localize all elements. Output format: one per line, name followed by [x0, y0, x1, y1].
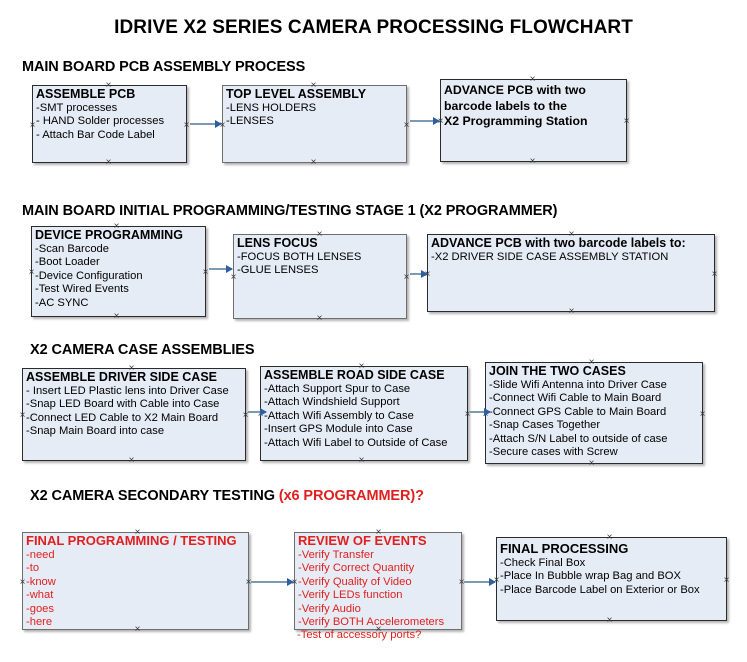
resize-handle-bottom[interactable] — [567, 307, 576, 316]
box-line: -Place In Bubble wrap Bag and BOX — [500, 570, 681, 583]
box-title: FINAL PROCESSING — [500, 541, 629, 556]
box-line: -Attach S/N Label to outside of case — [489, 432, 668, 445]
resize-handle-bottom[interactable] — [309, 158, 318, 167]
section-header-x2-camera-case-assemblies: X2 CAMERA CASE ASSEMBLIES — [30, 342, 255, 358]
box-line: -Connect LED Cable to X2 Main Board — [26, 411, 219, 424]
section-header-text: X2 CAMERA SECONDARY TESTING — [30, 488, 279, 504]
connector-arrow-1a — [190, 120, 222, 128]
box-review-of-events[interactable]: REVIEW OF EVENTS -Verify Transfer -Verif… — [294, 532, 462, 630]
box-line: -what — [26, 589, 54, 602]
box-line: -Connect GPS Cable to Main Board — [489, 405, 667, 418]
box-line: -LENSES — [226, 115, 274, 128]
section-header-main-board-pcb-assembly: MAIN BOARD PCB ASSEMBLY PROCESS — [22, 59, 305, 75]
box-title: ADVANCE PCB with two barcode labels to: — [431, 236, 686, 250]
box-line: -Boot Loader — [35, 256, 100, 269]
box-title: FINAL PROGRAMMING / TESTING — [26, 533, 237, 548]
box-final-processing[interactable]: FINAL PROCESSING -Check Final Box -Place… — [496, 537, 727, 621]
section-header-main-board-initial-programming: MAIN BOARD INITIAL PROGRAMMING/TESTING S… — [22, 203, 558, 219]
section-header-text: X2 CAMERA CASE ASSEMBLIES — [30, 342, 255, 358]
resize-handle-bottom[interactable] — [528, 157, 537, 166]
resize-handle-bottom[interactable] — [587, 459, 596, 468]
box-advance-pcb-to-programming-station[interactable]: ADVANCE PCB with two barcode labels to t… — [440, 79, 627, 162]
connector-arrow-2a — [209, 265, 233, 273]
box-line: -Scan Barcode — [35, 243, 110, 255]
box-title: TOP LEVEL ASSEMBLY — [226, 87, 367, 101]
section-header-x2-camera-secondary-testing: X2 CAMERA SECONDARY TESTING (x6 PROGRAMM… — [30, 488, 424, 504]
connector-arrow-3b — [470, 408, 491, 416]
box-line: -to — [26, 562, 40, 575]
box-line: - Insert LED Plastic lens into Driver Ca… — [26, 385, 229, 397]
box-title: REVIEW OF EVENTS — [298, 533, 427, 548]
box-line: -Snap Main Board into case — [26, 425, 165, 438]
box-assemble-driver-side-case[interactable]: ASSEMBLE DRIVER SIDE CASE - Insert LED P… — [22, 368, 246, 461]
box-line: - Attach Bar Code Label — [36, 128, 155, 141]
box-line: -Device Configuration — [35, 269, 143, 282]
box-line: -Insert GPS Module into Case — [264, 423, 413, 436]
box-line: -Snap LED Board with Cable into Case — [26, 398, 220, 411]
section-header-text: MAIN BOARD PCB ASSEMBLY PROCESS — [22, 59, 306, 75]
box-overflow-line: -Test of accessory ports? — [297, 629, 422, 641]
box-line: -FOCUS BOTH LENSES — [237, 251, 362, 263]
box-line: -Attach Windshield Support — [264, 396, 400, 409]
box-line: - HAND Solder processes — [36, 115, 165, 128]
box-title: DEVICE PROGRAMMING — [35, 228, 183, 242]
box-title: JOIN THE TWO CASES — [489, 364, 626, 378]
box-line: -Check Final Box — [500, 557, 586, 569]
box-line: -goes — [26, 602, 54, 615]
resize-handle-bottom[interactable] — [127, 456, 136, 465]
box-line: -GLUE LENSES — [237, 264, 319, 277]
box-line: -Verify LEDs function — [298, 589, 403, 602]
box-assemble-pcb[interactable]: ASSEMBLE PCB -SMT processes - HAND Solde… — [32, 85, 187, 163]
box-line: -Secure cases with Screw — [489, 446, 618, 459]
box-title: LENS FOCUS — [237, 236, 318, 250]
box-line: -Place Barcode Label on Exterior or Box — [500, 583, 700, 596]
box-line: -know — [26, 575, 56, 588]
box-line: -need — [26, 549, 55, 561]
resize-handle-bottom[interactable] — [315, 314, 324, 323]
box-line: -Snap Cases Together — [489, 419, 601, 432]
connector-arrow-2b — [410, 270, 428, 278]
box-line: -Verify Correct Quantity — [298, 562, 415, 575]
resize-handle-bottom[interactable] — [357, 456, 366, 465]
box-join-the-two-cases[interactable]: JOIN THE TWO CASES -Slide Wifi Antenna i… — [485, 362, 703, 464]
box-assemble-road-side-case[interactable]: ASSEMBLE ROAD SIDE CASE -Attach Support … — [260, 366, 468, 461]
box-title: ADVANCE PCB with two — [444, 83, 586, 97]
connector-arrow-4b — [464, 578, 496, 586]
box-line: -Verify Quality of Video — [298, 575, 412, 588]
box-line: -Test Wired Events — [35, 283, 129, 296]
box-title: ASSEMBLE ROAD SIDE CASE — [264, 368, 445, 382]
box-title: ASSEMBLE DRIVER SIDE CASE — [26, 370, 218, 384]
box-line: -AC SYNC — [35, 296, 89, 309]
box-top-level-assembly[interactable]: TOP LEVEL ASSEMBLY -LENS HOLDERS -LENSES — [222, 85, 407, 163]
box-line: -here — [26, 616, 53, 629]
connector-arrow-3a — [248, 408, 267, 416]
box-lens-focus[interactable]: LENS FOCUS -FOCUS BOTH LENSES -GLUE LENS… — [233, 234, 407, 319]
box-title: ASSEMBLE PCB — [36, 87, 136, 101]
box-line: barcode labels to the — [444, 98, 567, 113]
box-line: -Slide Wifi Antenna into Driver Case — [489, 379, 667, 391]
box-line: -X2 DRIVER SIDE CASE ASSEMBLY STATION — [431, 251, 669, 263]
box-line: -Attach Wifi Label to Outside of Case — [264, 436, 448, 449]
box-line: -SMT processes — [36, 102, 118, 114]
resize-handle-bottom[interactable] — [605, 616, 614, 625]
box-line: -Connect Wifi Cable to Main Board — [489, 392, 662, 405]
box-line: -Attach Wifi Assembly to Case — [264, 409, 414, 422]
box-line: X2 Programming Station — [444, 114, 588, 128]
box-line: -LENS HOLDERS — [226, 102, 317, 114]
box-line: -Attach Support Spur to Case — [264, 383, 411, 395]
box-line: -Verify Transfer — [298, 549, 374, 561]
resize-handle-right[interactable] — [710, 270, 719, 279]
connector-arrow-4a — [251, 578, 294, 586]
box-line: -Verify Audio — [298, 602, 361, 615]
box-device-programming[interactable]: DEVICE PROGRAMMING -Scan Barcode -Boot L… — [31, 226, 206, 317]
box-advance-pcb-to-driver-side-case[interactable]: ADVANCE PCB with two barcode labels to: … — [427, 234, 715, 312]
resize-handle-bottom[interactable] — [104, 158, 113, 167]
resize-handle-bottom[interactable] — [112, 312, 121, 321]
box-final-programming-testing[interactable]: FINAL PROGRAMMING / TESTING -need -to -k… — [22, 532, 249, 630]
connector-arrow-1b — [410, 117, 440, 125]
box-line: -Verify BOTH Accelerometers — [298, 616, 445, 629]
page-title: IDRIVE X2 SERIES CAMERA PROCESSING FLOWC… — [114, 17, 633, 38]
section-header-accent-text: (x6 PROGRAMMER)? — [278, 488, 424, 504]
section-header-text: MAIN BOARD INITIAL PROGRAMMING/TESTING S… — [22, 203, 558, 219]
